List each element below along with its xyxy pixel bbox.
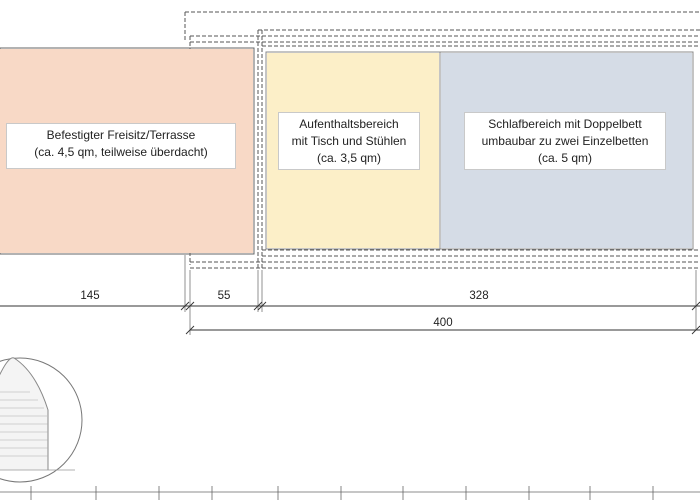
sleeping-area-label-line2: umbaubar zu zwei Einzelbetten [481,134,649,148]
living-area-label-line1: Aufenthaltsbereich [299,117,399,131]
sleeping-area-label-line3: (ca. 5 qm) [537,151,592,165]
dimension-interior: 328 [469,290,489,302]
terrace-label-line2: (ca. 4,5 qm, teilweise überdacht) [34,145,208,159]
dimension-porch: 55 [217,290,231,302]
dimension-total: 400 [433,317,453,329]
dimension-chain-total [185,325,700,335]
terrace-label-line1: Befestigter Freisitz/Terrasse [46,128,196,142]
building-outline [184,11,700,269]
dimension-terrace: 145 [80,290,100,302]
living-area-label-line2: mit Tisch und Stühlen [291,134,407,148]
dimension-chain-top [0,301,700,311]
sleeping-area-label: Schlafbereich mit Doppelbett umbaubar zu… [464,112,666,170]
living-area-label: Aufenthaltsbereich mit Tisch und Stühlen… [278,112,420,170]
sleeping-area-label-line1: Schlafbereich mit Doppelbett [488,117,642,131]
terrace-label: Befestigter Freisitz/Terrasse (ca. 4,5 q… [6,123,236,169]
barrel-section-thumbnail [0,357,83,483]
living-area-label-line3: (ca. 3,5 qm) [316,151,382,165]
sheet-border-bottom [0,486,700,500]
